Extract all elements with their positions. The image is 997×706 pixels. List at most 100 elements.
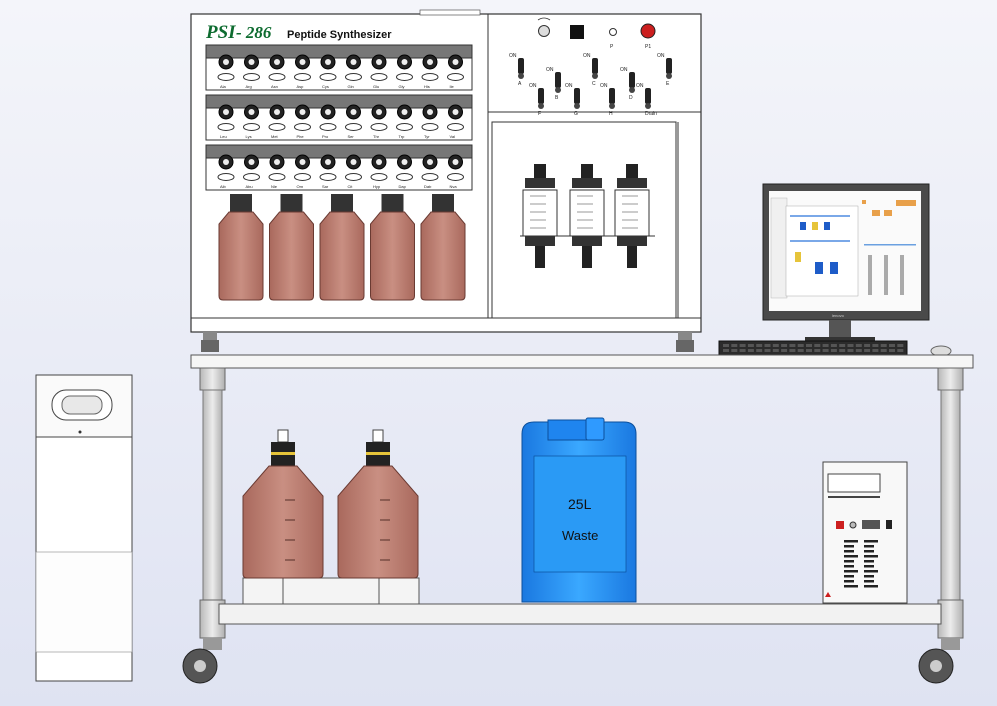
reagent-bottles	[218, 194, 466, 301]
reagent-label: Tyr	[424, 134, 430, 139]
valve-lever[interactable]	[629, 72, 635, 88]
vessel-outlet	[535, 246, 545, 268]
keyboard[interactable]	[718, 340, 908, 356]
reagent-cap-center	[248, 59, 255, 65]
valve-state: ON	[509, 53, 517, 59]
solvent-bottle	[337, 465, 419, 579]
valve-lever[interactable]	[538, 88, 544, 104]
reagent-cap-center	[299, 159, 306, 165]
reagent-cap-center	[427, 59, 433, 65]
reagent-label: Glu	[373, 84, 379, 89]
valve-lever[interactable]	[574, 88, 580, 104]
reagent-port	[217, 173, 235, 181]
solvent-bottle	[242, 465, 324, 579]
reagent-label: Aib	[220, 184, 227, 189]
vessel-cap-icon	[581, 164, 593, 178]
valve-knob-icon	[538, 103, 544, 109]
synth-foot	[678, 332, 692, 341]
reagent-port	[396, 173, 413, 181]
reagent-label: Thr	[373, 134, 380, 139]
reagent-label: Phe	[297, 134, 305, 139]
reaction-vessel	[522, 189, 558, 237]
reagent-label: Abu	[246, 184, 253, 189]
valve-state: ON	[636, 83, 644, 89]
workbench-table	[182, 354, 974, 684]
valve-state: ON	[546, 67, 554, 73]
valve-lever[interactable]	[555, 72, 561, 88]
reagent-port	[243, 73, 260, 81]
valve-lever[interactable]	[592, 58, 598, 74]
emergency-stop-button[interactable]	[640, 23, 656, 39]
valve-lever[interactable]	[666, 58, 672, 74]
reagent-cap-center	[401, 59, 408, 65]
vessel-bottom-fitting	[617, 236, 647, 246]
reaction-vessel	[569, 189, 605, 237]
reagent-port	[268, 173, 286, 181]
reagent-port	[294, 123, 311, 131]
computer-monitor: lenovo	[762, 183, 930, 343]
caster-wheel	[182, 638, 222, 684]
reagent-cap-center	[223, 59, 229, 65]
reagent-cap-center	[248, 109, 255, 115]
reagent-label: Orn	[297, 184, 304, 189]
reagent-cap-center	[350, 159, 357, 165]
reagent-cap-center	[223, 159, 229, 165]
valve-label: A	[518, 81, 522, 87]
vessel-outlet	[627, 246, 637, 268]
reagent-port	[345, 173, 362, 181]
valve-lever[interactable]	[518, 58, 524, 74]
valve-knob-icon	[555, 87, 561, 93]
reagent-port	[345, 73, 362, 81]
reagent-label: His	[424, 84, 430, 89]
indicator-lamp	[538, 25, 550, 37]
synth-foot	[203, 332, 217, 341]
reagent-label: Trp	[399, 134, 406, 139]
amber-bottle	[319, 211, 365, 301]
reagent-port	[268, 123, 286, 131]
reaction-vessel	[614, 189, 650, 237]
label-p1: P1	[645, 44, 651, 50]
reagent-label: Ile	[450, 84, 455, 89]
reagent-label: Pro	[322, 134, 329, 139]
valve-label: Drain	[645, 111, 657, 117]
bottle-cap-icon	[381, 194, 404, 212]
reagent-cap-center	[427, 109, 433, 115]
reagent-label: Asp	[297, 84, 305, 89]
valve-state: ON	[657, 53, 665, 59]
reagent-port	[294, 73, 311, 81]
reagent-label: Hyp	[373, 184, 381, 189]
power-switch-black[interactable]	[570, 25, 584, 39]
valve-lever[interactable]	[609, 88, 615, 104]
valve-state: ON	[529, 83, 537, 89]
model-number: - 286	[236, 23, 272, 42]
amber-bottle	[420, 211, 466, 301]
bottle-cap-icon	[230, 194, 252, 212]
reagent-cap-center	[223, 109, 229, 115]
reagent-port	[319, 73, 337, 81]
reaction-vessels	[520, 164, 655, 268]
reagent-cap-center	[452, 59, 459, 65]
reagent-port	[421, 173, 439, 181]
synth-foot	[676, 340, 694, 352]
vessel-cap-icon	[534, 164, 546, 178]
valve-label: D	[629, 95, 633, 101]
monitor-base	[805, 337, 875, 343]
reagent-port	[319, 123, 337, 131]
reagent-label: Gln	[348, 84, 354, 89]
reagent-cap-center	[274, 59, 280, 65]
reagent-port	[396, 123, 413, 131]
synth-foot	[201, 340, 219, 352]
reagent-label: Dap	[399, 184, 407, 189]
reagent-label: Nle	[271, 184, 278, 189]
reagent-cap-center	[350, 109, 357, 115]
vessel-bottom-fitting	[572, 236, 602, 246]
pc-power-button[interactable]	[836, 521, 844, 529]
reagent-cap-center	[376, 109, 382, 115]
brand-logo: PSI	[205, 22, 236, 43]
valve-lever[interactable]	[645, 88, 651, 104]
waste-label: Waste	[562, 528, 598, 543]
reagent-cap-center	[274, 159, 280, 165]
